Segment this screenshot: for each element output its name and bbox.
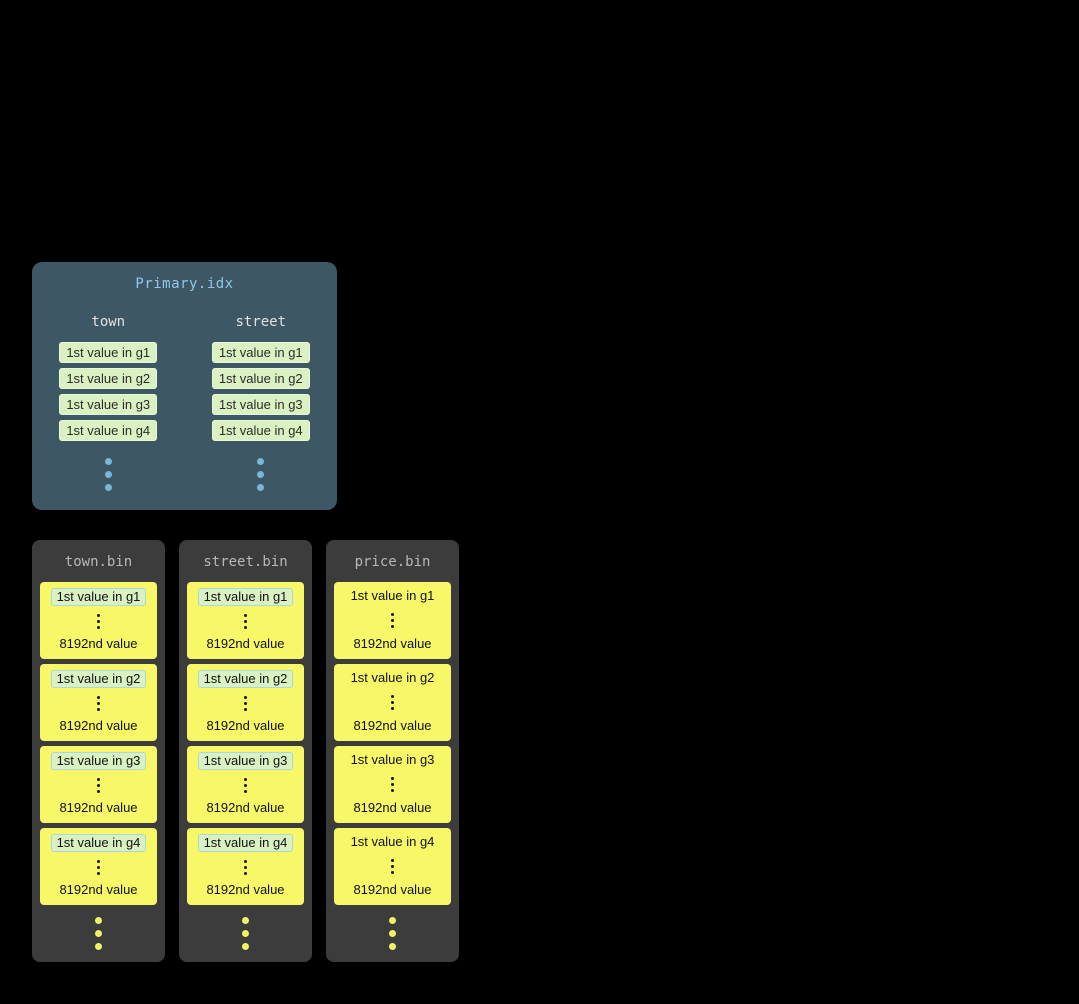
granule-first-value: 1st value in g2 <box>197 670 294 688</box>
primary-index-title: Primary.idx <box>135 276 234 292</box>
granule: 1st value in g1 8192nd value <box>334 582 451 659</box>
ellipsis-dots-icon <box>391 612 394 628</box>
granule-first-value: 1st value in g2 <box>350 670 435 685</box>
ellipsis-dots-icon <box>391 694 394 710</box>
granule-last-value: 8192nd value <box>59 882 138 897</box>
bin-title: street.bin <box>203 554 288 570</box>
index-mark: 1st value in g2 <box>211 368 310 389</box>
granule: 1st value in g3 8192nd value <box>40 746 157 823</box>
ellipsis-dots-icon <box>391 776 394 792</box>
granule: 1st value in g2 8192nd value <box>40 664 157 741</box>
granule-last-value: 8192nd value <box>206 882 285 897</box>
granule-last-value: 8192nd value <box>353 882 432 897</box>
granule-first-value: 1st value in g1 <box>197 588 294 606</box>
granule-first-value: 1st value in g1 <box>350 588 435 603</box>
primary-index-columns: town 1st value in g1 1st value in g2 1st… <box>32 314 337 491</box>
index-mark: 1st value in g3 <box>59 394 158 415</box>
granule-last-value: 8192nd value <box>59 718 138 733</box>
granule: 1st value in g2 8192nd value <box>187 664 304 741</box>
column-label-street: street <box>235 314 287 330</box>
granule: 1st value in g2 8192nd value <box>334 664 451 741</box>
index-mark: 1st value in g1 <box>211 342 310 363</box>
granule-last-value: 8192nd value <box>206 718 285 733</box>
bin-title: price.bin <box>354 554 431 570</box>
ellipsis-dots-icon <box>104 458 112 491</box>
bin-panel-town: town.bin 1st value in g1 8192nd value 1s… <box>32 540 165 962</box>
ellipsis-dots-icon <box>391 858 394 874</box>
granule-first-value: 1st value in g3 <box>197 752 294 770</box>
granule-first-value: 1st value in g4 <box>50 834 147 852</box>
granule-last-value: 8192nd value <box>353 800 432 815</box>
granule-last-value: 8192nd value <box>353 636 432 651</box>
granule-last-value: 8192nd value <box>353 718 432 733</box>
granule-last-value: 8192nd value <box>206 800 285 815</box>
bin-panel-price: price.bin 1st value in g1 8192nd value 1… <box>326 540 459 962</box>
granule-first-value: 1st value in g4 <box>197 834 294 852</box>
granule: 1st value in g1 8192nd value <box>187 582 304 659</box>
ellipsis-dots-icon <box>257 458 265 491</box>
ellipsis-dots-icon <box>95 917 102 950</box>
granule: 1st value in g3 8192nd value <box>334 746 451 823</box>
ellipsis-dots-icon <box>97 777 100 793</box>
ellipsis-dots-icon <box>389 917 396 950</box>
index-mark: 1st value in g1 <box>59 342 158 363</box>
index-mark: 1st value in g4 <box>59 420 158 441</box>
ellipsis-dots-icon <box>242 917 249 950</box>
index-mark: 1st value in g2 <box>59 368 158 389</box>
granule-first-value: 1st value in g4 <box>350 834 435 849</box>
index-mark: 1st value in g3 <box>211 394 310 415</box>
primary-index-panel: Primary.idx town 1st value in g1 1st val… <box>32 262 337 510</box>
granule-last-value: 8192nd value <box>59 800 138 815</box>
index-mark: 1st value in g4 <box>211 420 310 441</box>
granule: 1st value in g4 8192nd value <box>187 828 304 905</box>
granule-last-value: 8192nd value <box>206 636 285 651</box>
granule-first-value: 1st value in g3 <box>50 752 147 770</box>
granule: 1st value in g3 8192nd value <box>187 746 304 823</box>
granule-first-value: 1st value in g1 <box>50 588 147 606</box>
ellipsis-dots-icon <box>244 695 247 711</box>
ellipsis-dots-icon <box>244 777 247 793</box>
primary-column-town: town 1st value in g1 1st value in g2 1st… <box>32 314 185 491</box>
column-label-town: town <box>91 314 126 330</box>
ellipsis-dots-icon <box>97 695 100 711</box>
granule-last-value: 8192nd value <box>59 636 138 651</box>
primary-column-street: street 1st value in g1 1st value in g2 1… <box>185 314 338 491</box>
ellipsis-dots-icon <box>97 613 100 629</box>
granule-first-value: 1st value in g2 <box>50 670 147 688</box>
granule: 1st value in g1 8192nd value <box>40 582 157 659</box>
bin-files-row: town.bin 1st value in g1 8192nd value 1s… <box>32 540 459 962</box>
bin-title: town.bin <box>64 554 133 570</box>
granule: 1st value in g4 8192nd value <box>40 828 157 905</box>
granule: 1st value in g4 8192nd value <box>334 828 451 905</box>
bin-panel-street: street.bin 1st value in g1 8192nd value … <box>179 540 312 962</box>
ellipsis-dots-icon <box>244 613 247 629</box>
ellipsis-dots-icon <box>97 859 100 875</box>
granule-first-value: 1st value in g3 <box>350 752 435 767</box>
ellipsis-dots-icon <box>244 859 247 875</box>
